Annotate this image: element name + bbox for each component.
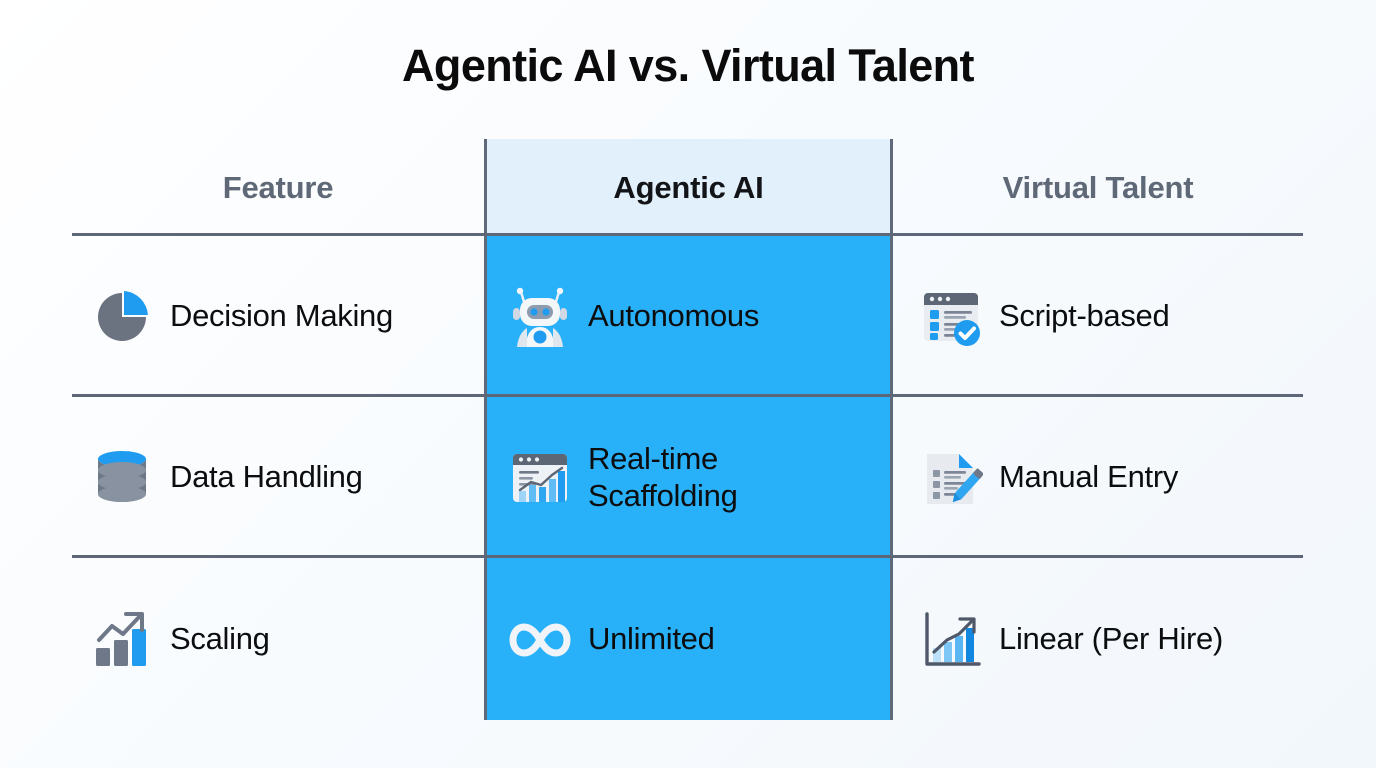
dashboard-chart-icon (508, 446, 572, 510)
column-header-agentic-ai: Agentic AI (484, 139, 893, 236)
axis-bars-arrow-icon (919, 608, 983, 672)
database-icon (90, 446, 154, 510)
comparison-table: Feature Agentic AI Virtual Talent Decisi… (72, 139, 1303, 721)
table-row-1-feature: Decision Making (72, 236, 484, 397)
pie-chart-icon (90, 285, 154, 349)
document-pencil-icon (919, 446, 983, 510)
table-row-2-feature: Data Handling (72, 397, 484, 558)
column-header-agentic-ai-label: Agentic AI (613, 169, 764, 205)
infinity-icon (508, 608, 572, 672)
robot-icon (508, 285, 572, 349)
growth-bars-arrow-icon (90, 608, 154, 672)
checklist-window-icon (919, 285, 983, 349)
table-row-3-agentic-label: Unlimited (588, 621, 715, 657)
table-row-1-agentic-label: Autonomous (588, 298, 760, 334)
row-divider-2 (72, 555, 1303, 558)
table-grid: Feature Agentic AI Virtual Talent Decisi… (72, 139, 1303, 721)
table-row-2-agentic: Real-time Scaffolding (484, 397, 893, 558)
header-divider (72, 233, 1303, 236)
column-header-virtual-talent-label: Virtual Talent (1002, 169, 1194, 205)
table-row-1-virtual: Script-based (893, 236, 1303, 397)
table-row-3-feature-label: Scaling (170, 621, 270, 657)
table-row-1-feature-label: Decision Making (170, 298, 393, 334)
table-row-2-virtual-label: Manual Entry (999, 459, 1179, 495)
agentic-ai-header-highlight (484, 139, 893, 235)
table-row-1-virtual-label: Script-based (999, 298, 1170, 334)
page-title: Agentic AI vs. Virtual Talent (402, 40, 975, 91)
column-header-virtual-talent: Virtual Talent (893, 139, 1303, 236)
table-row-3-feature: Scaling (72, 558, 484, 721)
row-divider-1 (72, 394, 1303, 397)
table-row-3-agentic: Unlimited (484, 558, 893, 721)
column-header-feature-label: Feature (222, 169, 334, 205)
column-header-feature: Feature (72, 139, 484, 236)
table-row-2-agentic-label: Real-time Scaffolding (588, 441, 738, 513)
table-row-2-feature-label: Data Handling (170, 459, 363, 495)
table-row-3-virtual: Linear (Per Hire) (893, 558, 1303, 721)
table-row-3-virtual-label: Linear (Per Hire) (999, 621, 1224, 657)
table-row-2-virtual: Manual Entry (893, 397, 1303, 558)
table-row-1-agentic: Autonomous (484, 236, 893, 397)
